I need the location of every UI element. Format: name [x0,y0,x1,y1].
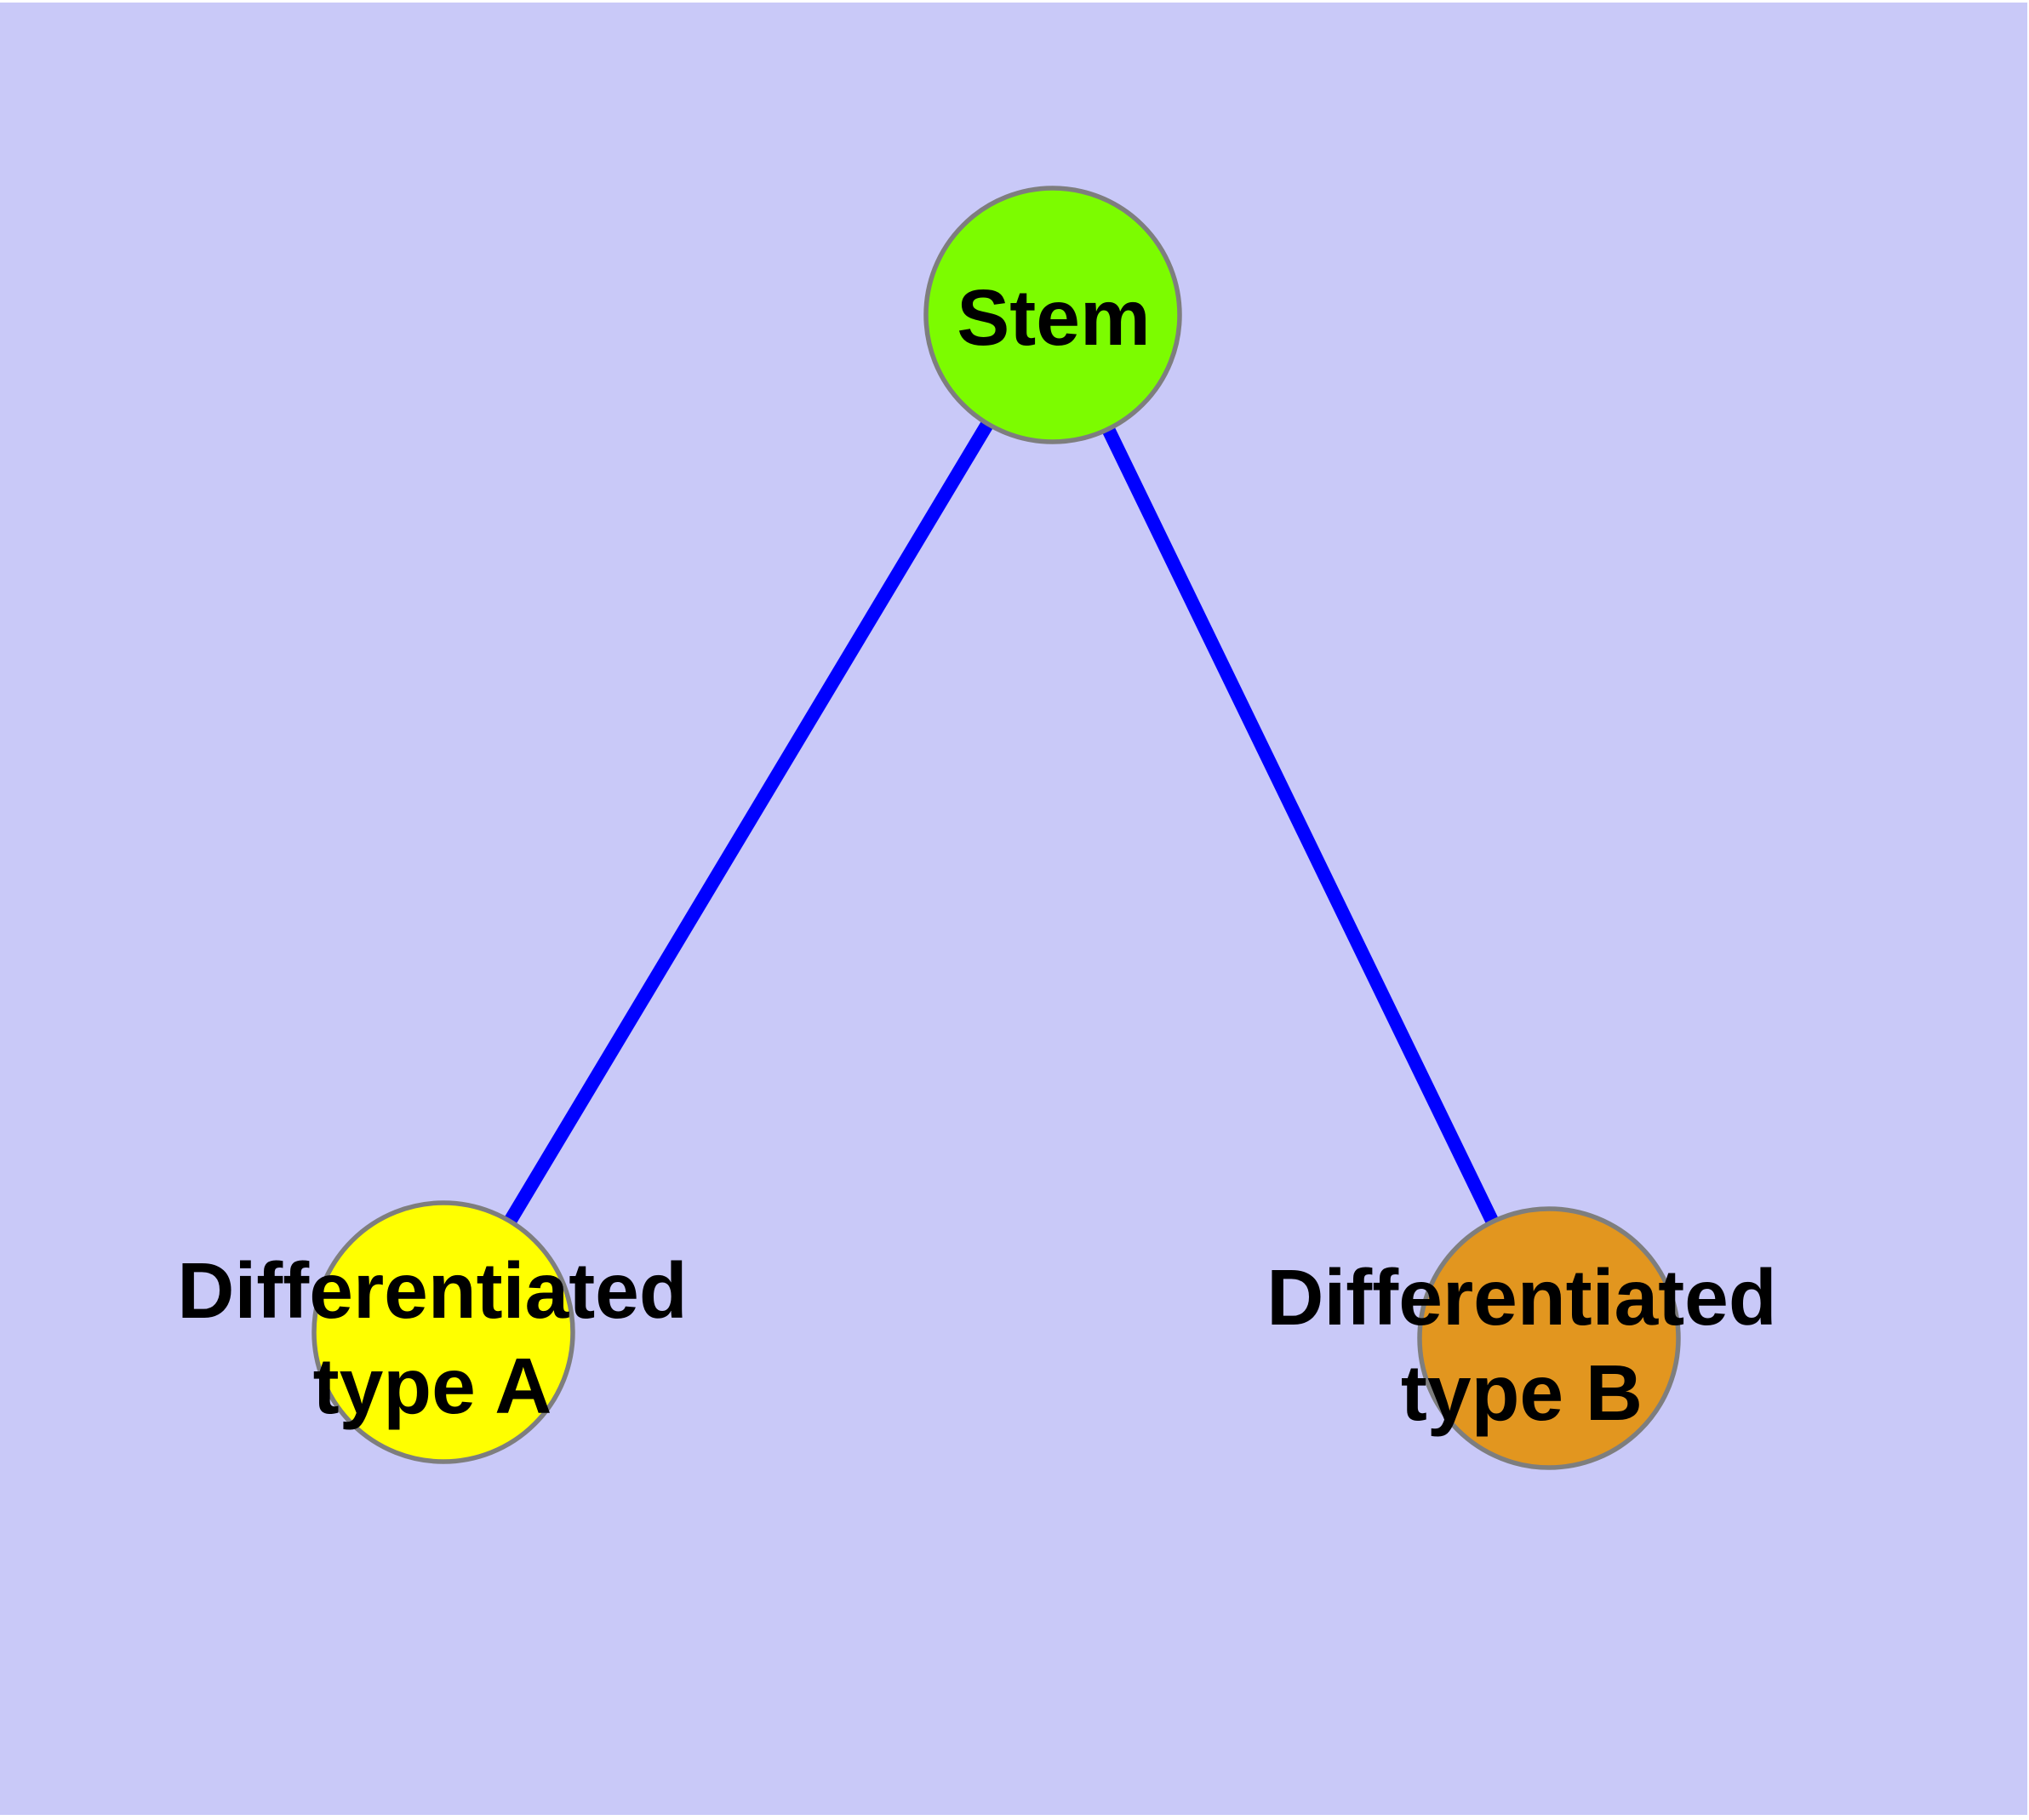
node-stem-label: Stem [957,273,1150,362]
edge-stem-to-type-b [1046,312,1556,1342]
node-differentiated-type-a-circle [311,1200,575,1464]
node-differentiated-type-b: Differentiated type B [1266,1206,1777,1470]
node-differentiated-type-b-label-line1: Differentiated [1266,1253,1776,1342]
edge-layer [437,311,1556,1342]
node-stem-circle [923,186,1182,444]
node-differentiated-type-b-label-line2: type B [1401,1348,1643,1437]
node-differentiated-type-a-label-line1: Differentiated [177,1246,687,1335]
node-differentiated-type-a: Differentiated type A [177,1200,688,1464]
node-differentiated-type-a-label-line2: type A [313,1342,552,1430]
node-stem: Stem [923,186,1182,444]
node-differentiated-type-b-circle [1417,1206,1681,1470]
edge-stem-to-type-a [437,311,1059,1336]
